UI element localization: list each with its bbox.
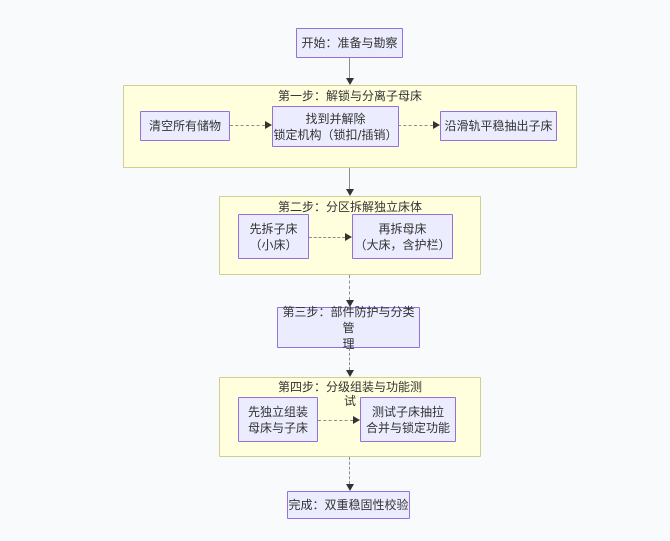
node-finish: 完成：双重稳固性校验 bbox=[287, 491, 410, 519]
node-unlock-line1: 找到并解除 bbox=[305, 111, 366, 126]
node-unlock-line2: 锁定机构（锁扣/插销） bbox=[273, 127, 398, 142]
node-parent-bed-line1: 再拆母床 bbox=[378, 221, 427, 236]
node-start-label: 开始：准备与勘察 bbox=[301, 36, 398, 50]
edge-step3-step4 bbox=[349, 348, 350, 370]
node-parent-bed-line2: （大床，含护栏） bbox=[354, 237, 451, 252]
node-step3-line2: 理 bbox=[342, 336, 355, 351]
node-test: 测试子床抽拉 合并与锁定功能 bbox=[360, 397, 456, 442]
edge-step2-step3 bbox=[349, 275, 350, 300]
arrowhead-clear-unlock bbox=[265, 121, 272, 129]
node-slide-out-label: 沿滑轨平稳抽出子床 bbox=[444, 119, 553, 133]
group-step4-title: 第四步：分级组装与功能测 试 bbox=[220, 380, 480, 408]
group-step1-title: 第一步：解锁与分离子母床 bbox=[277, 89, 422, 103]
node-clear-storage-label: 清空所有储物 bbox=[148, 119, 221, 133]
node-assemble: 先独立组装 母床与子床 bbox=[238, 397, 318, 442]
node-assemble-line1: 先独立组装 bbox=[247, 404, 308, 419]
node-step3-line1: 第三步：部件防护与分类管 bbox=[282, 304, 415, 335]
node-child-bed-line2: （小床） bbox=[249, 237, 298, 252]
arrowhead-unlock-slide bbox=[433, 121, 440, 129]
node-slide-out: 沿滑轨平稳抽出子床 bbox=[440, 111, 557, 141]
edge-step4-finish bbox=[349, 457, 350, 484]
node-step3: 第三步：部件防护与分类管 理 bbox=[277, 304, 420, 351]
edge-step1-step2 bbox=[349, 168, 350, 189]
arrowhead-step4-finish bbox=[346, 484, 354, 491]
arrowhead-child-parent bbox=[345, 233, 352, 241]
group-step4-title-line2: 试 bbox=[343, 394, 356, 408]
node-assemble-line2: 母床与子床 bbox=[247, 420, 308, 435]
edge-start-step1 bbox=[349, 58, 350, 79]
node-clear-storage: 清空所有储物 bbox=[140, 111, 230, 141]
node-test-line1: 测试子床抽拉 bbox=[371, 404, 444, 419]
edge-assemble-test bbox=[318, 420, 353, 421]
edge-clear-unlock bbox=[230, 125, 265, 126]
edge-unlock-slide bbox=[398, 125, 433, 126]
node-child-bed: 先拆子床 （小床） bbox=[238, 214, 309, 259]
arrowhead-step3-step4 bbox=[346, 370, 354, 377]
arrowhead-step2-step3 bbox=[346, 300, 354, 307]
node-parent-bed: 再拆母床 （大床，含护栏） bbox=[352, 214, 453, 259]
node-test-line2: 合并与锁定功能 bbox=[365, 420, 450, 435]
group-step4-title-line1: 第四步：分级组装与功能测 bbox=[277, 380, 422, 394]
node-child-bed-line1: 先拆子床 bbox=[249, 221, 298, 236]
arrowhead-step1-step2 bbox=[346, 189, 354, 196]
node-unlock-mechanism: 找到并解除 锁定机构（锁扣/插销） bbox=[272, 106, 399, 147]
group-step2-title: 第二步：分区拆解独立床体 bbox=[277, 200, 422, 214]
arrowhead-assemble-test bbox=[353, 416, 360, 424]
node-start: 开始：准备与勘察 bbox=[296, 28, 403, 58]
edge-child-parent bbox=[309, 237, 345, 238]
arrowhead-start-step1 bbox=[346, 78, 354, 85]
node-finish-label: 完成：双重稳固性校验 bbox=[288, 498, 409, 512]
